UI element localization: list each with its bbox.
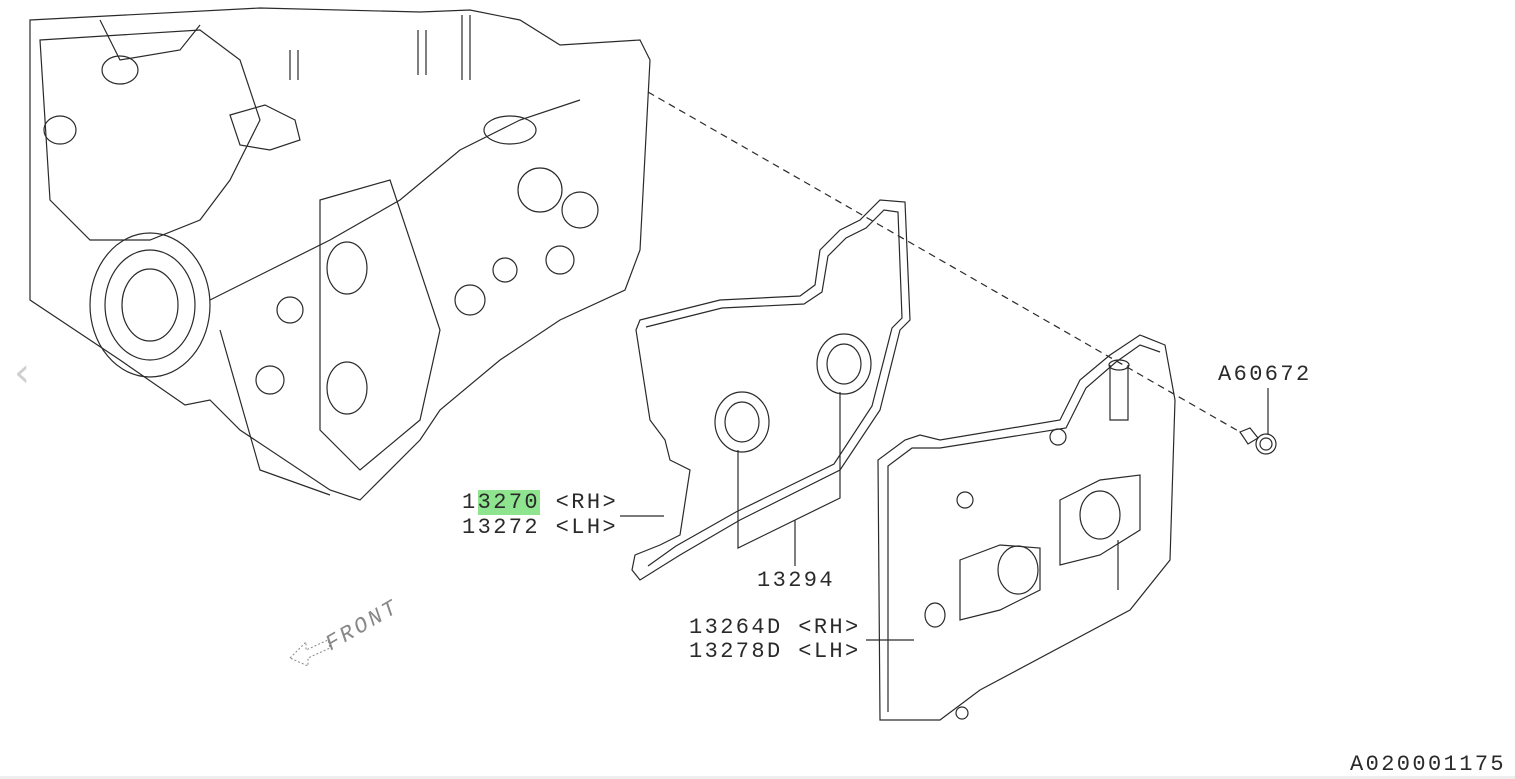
bolt [1239,388,1277,455]
callout-text: <RH> [540,490,619,515]
seal-leader-line [737,392,841,566]
valve-cover [877,334,1176,721]
callout-gasket-rh[interactable]: 13270 <RH> [462,490,619,515]
diagram-id: A020001175 [1350,752,1507,777]
valve-cover-gasket [631,199,911,581]
callout-text: 1 [462,490,478,515]
callout-gasket-lh[interactable]: 13272 <LH> [462,515,619,540]
chevron-left-icon: ‹ [14,350,30,396]
search-highlight: 3270 [477,490,541,515]
engine-cylinder-head [29,7,651,501]
callout-plug-seal[interactable]: 13294 [757,568,836,593]
front-arrow-icon [289,639,331,667]
previous-image-button[interactable]: ‹ [6,350,38,396]
callout-cover-rh[interactable]: 13264D <RH> [689,615,861,640]
alignment-dashed-line [647,91,1241,433]
callout-bolt[interactable]: A60672 [1218,362,1312,387]
callout-cover-lh[interactable]: 13278D <LH> [689,639,861,664]
divider [0,776,1515,779]
